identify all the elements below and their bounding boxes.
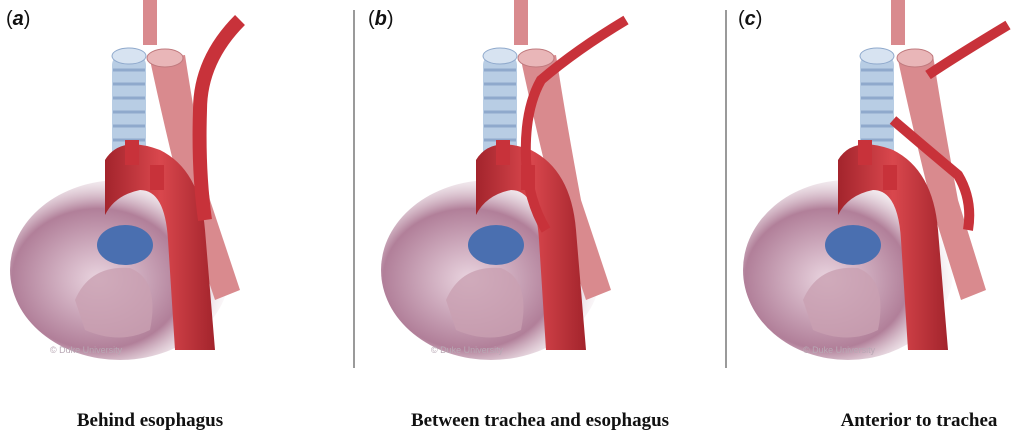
panel-b: (b) [356, 0, 724, 438]
caption-c: Anterior to trachea [824, 410, 1014, 432]
subclavian-artery [150, 165, 164, 190]
pulmonary-vein [97, 225, 153, 265]
pulmonary-vein [825, 225, 881, 265]
watermark: © Duke University [803, 345, 876, 355]
subclavian-artery [883, 165, 897, 190]
divider-2 [725, 10, 727, 368]
divider-1 [353, 10, 355, 368]
illustration-a: © Duke University [0, 0, 352, 400]
carotid-artery [496, 140, 510, 165]
carotid-artery [125, 140, 139, 165]
illustration-b: © Duke University [356, 0, 724, 400]
carotid-artery [858, 140, 872, 165]
esophagus-opening [897, 49, 933, 67]
esophagus-opening [518, 49, 554, 67]
panel-c: (c) [728, 0, 1022, 438]
illustration-c: © Duke University [728, 0, 1022, 400]
pulmonary-vein [468, 225, 524, 265]
panel-a: (a) [0, 0, 352, 438]
aberrant-subclavian-artery [200, 20, 240, 220]
caption-b: Between trachea and esophagus [370, 410, 710, 432]
esophagus-opening [147, 49, 183, 67]
watermark: © Duke University [431, 345, 504, 355]
caption-a: Behind esophagus [60, 410, 240, 432]
watermark: © Duke University [50, 345, 123, 355]
